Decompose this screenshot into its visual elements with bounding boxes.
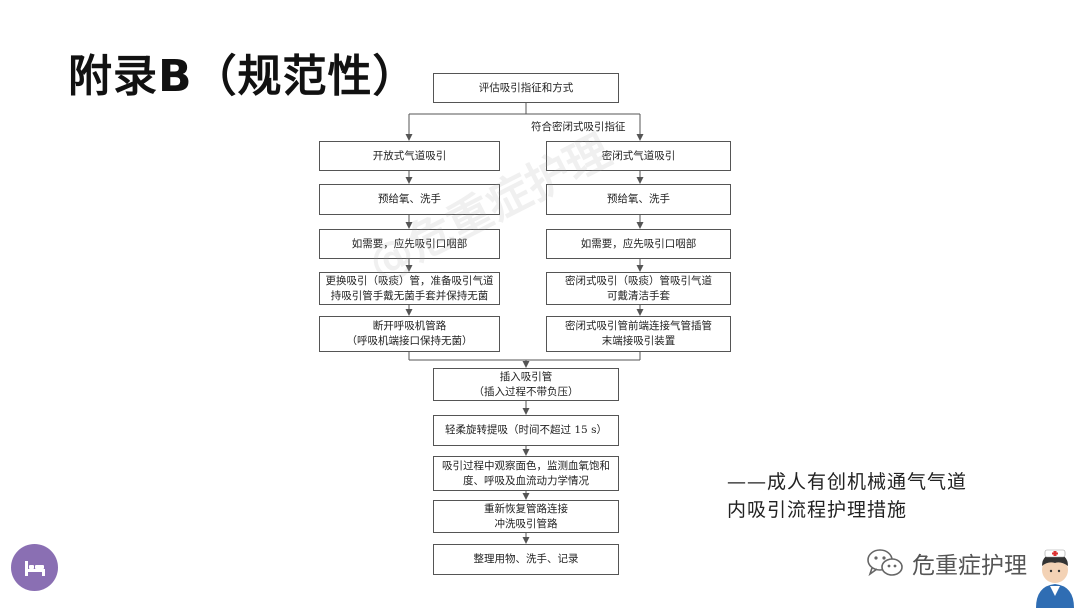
closed-step-5: 密闭式吸引管前端连接气管插管 末端接吸引装置	[546, 316, 731, 352]
closed-step-3: 如需要，应先吸引口咽部	[546, 229, 731, 259]
open-step-5: 断开呼吸机管路 （呼吸机端接口保持无菌）	[319, 316, 500, 352]
brand-watermark: 危重症护理	[866, 546, 1027, 580]
flow-step-assess: 评估吸引指征和方式	[433, 73, 619, 103]
floating-menu-button[interactable]	[11, 544, 58, 591]
merged-step-3: 吸引过程中观察面色，监测血氧饱和 度、呼吸及血流动力学情况	[433, 456, 619, 491]
closed-step-2: 预给氧、洗手	[546, 184, 731, 215]
brand-name: 危重症护理	[912, 553, 1027, 579]
bed-icon	[24, 560, 45, 576]
source-caption: ——成人有创机械通气气道 内吸引流程护理措施	[727, 471, 968, 521]
closed-step-1: 密闭式气道吸引	[546, 141, 731, 171]
merged-step-2: 轻柔旋转提吸（时间不超过 15 s）	[433, 415, 619, 446]
open-step-3: 如需要，应先吸引口咽部	[319, 229, 500, 259]
merged-step-5: 整理用物、洗手、记录	[433, 544, 619, 575]
slide-title: 附录B（规范性）	[68, 51, 418, 102]
open-step-1: 开放式气道吸引	[319, 141, 500, 171]
nurse-avatar-icon	[1036, 549, 1074, 608]
branch-label: 符合密闭式吸引指征	[529, 119, 628, 134]
merged-step-1: 插入吸引管 （插入过程不带负压）	[433, 368, 619, 401]
open-step-2: 预给氧、洗手	[319, 184, 500, 215]
wechat-icon	[867, 549, 903, 577]
merged-step-4: 重新恢复管路连接 冲洗吸引管路	[433, 500, 619, 533]
open-step-4: 更换吸引（吸痰）管，准备吸引气道 持吸引管手戴无菌手套并保持无菌	[319, 272, 500, 305]
closed-step-4: 密闭式吸引（吸痰）管吸引气道 可戴清洁手套	[546, 272, 731, 305]
